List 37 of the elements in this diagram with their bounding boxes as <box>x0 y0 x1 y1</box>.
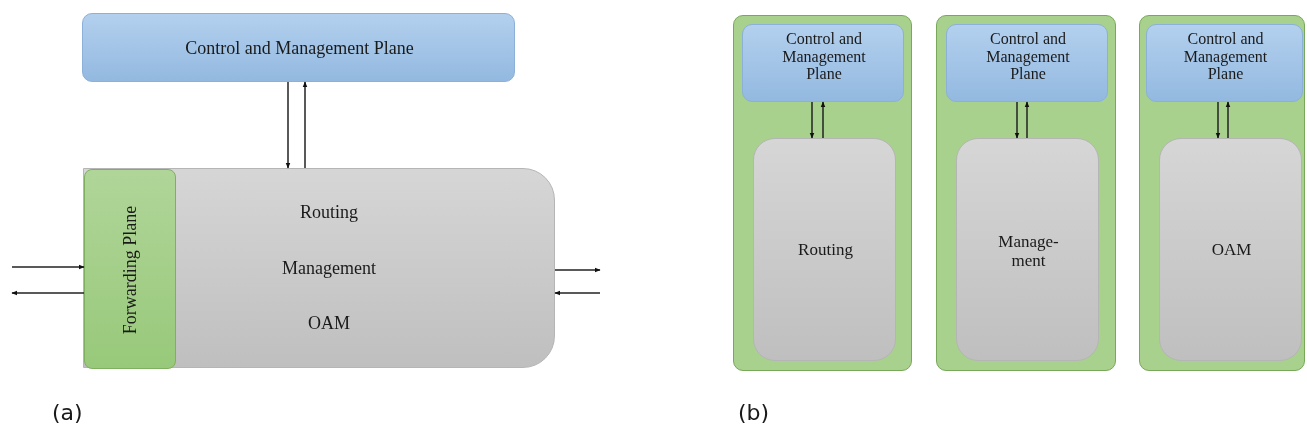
panel-label: (b) <box>738 400 770 425</box>
node-label: Forwarding Plane <box>121 205 141 335</box>
plane-box <box>84 169 176 369</box>
panel-label: (a) <box>52 400 83 425</box>
arrow <box>1225 101 1231 139</box>
arrow <box>554 267 601 273</box>
arrow <box>1014 101 1020 139</box>
arrow <box>809 101 815 139</box>
arrow <box>11 264 85 270</box>
container-box <box>1139 15 1305 371</box>
process-box <box>753 138 896 361</box>
process-box <box>956 138 1099 361</box>
plane-box <box>1146 24 1303 102</box>
node-label: OAM <box>1210 241 1253 260</box>
container-box <box>936 15 1116 371</box>
node-label: OAM <box>307 314 351 334</box>
node-label: Manage- ment <box>997 233 1060 271</box>
node-label: Control and Management Plane <box>781 30 867 83</box>
arrow <box>1215 101 1221 139</box>
arrow <box>302 81 308 169</box>
node-label: Management <box>281 259 377 279</box>
process-box <box>83 168 555 368</box>
plane-box <box>82 13 515 82</box>
arrow <box>554 290 601 296</box>
node-label: Control and Management Plane <box>985 30 1071 83</box>
container-box <box>733 15 912 371</box>
process-box <box>1159 138 1302 361</box>
node-label: Control and Management Plane <box>1182 30 1269 83</box>
node-label: Routing <box>797 241 854 260</box>
plane-box <box>742 24 904 102</box>
node-label: Control and Management Plane <box>184 36 415 60</box>
node-label: Routing <box>299 203 359 223</box>
arrow <box>285 81 291 169</box>
plane-box <box>946 24 1108 102</box>
arrow <box>1024 101 1030 139</box>
arrow <box>11 290 85 296</box>
arrow <box>820 101 826 139</box>
